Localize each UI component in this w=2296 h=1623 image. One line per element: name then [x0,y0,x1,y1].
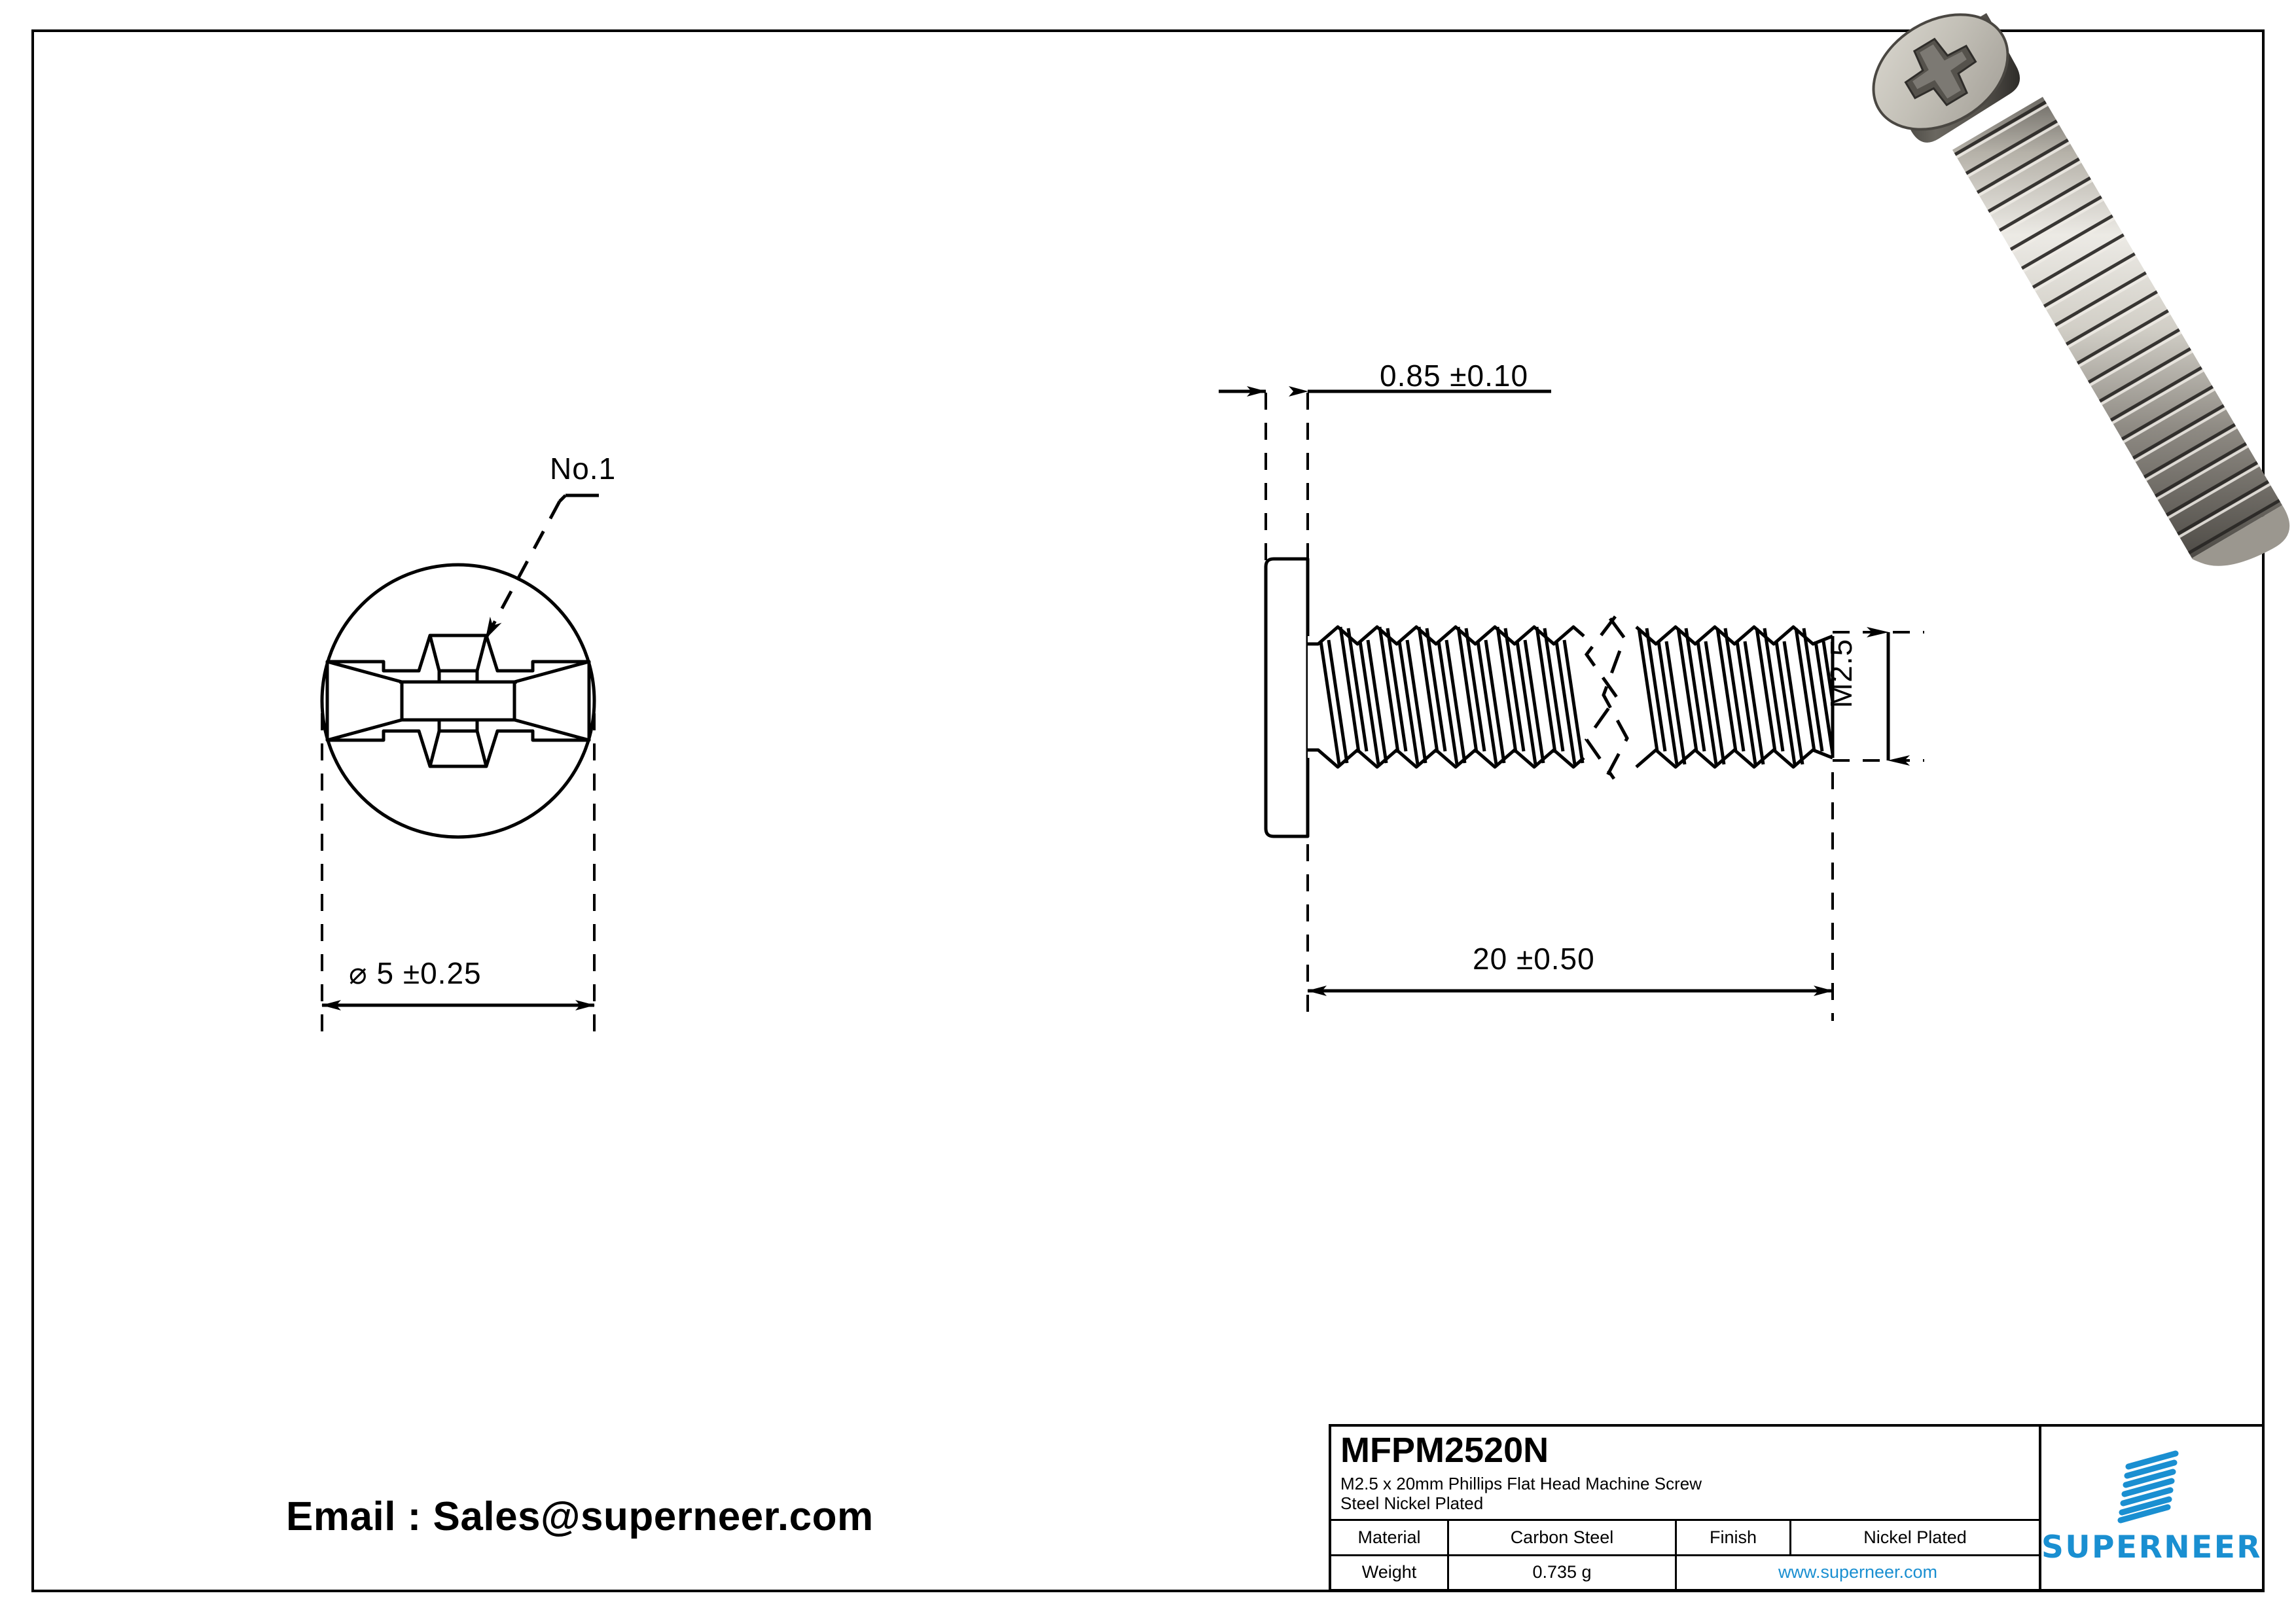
website-link[interactable]: www.superneer.com [1778,1562,1938,1582]
table-row: Weight 0.735 g www.superneer.com [1331,1556,2039,1589]
superneer-stripes-icon [2117,1450,2178,1523]
title-block: MFPM2520N M2.5 x 20mm Phillips Flat Head… [1329,1424,2265,1592]
brand-wordmark: SUPERNEER [2041,1529,2262,1565]
contact-email-text: Email : Sales@superneer.com [286,1494,874,1539]
title-block-info: MFPM2520N M2.5 x 20mm Phillips Flat Head… [1331,1427,2041,1589]
brand-logo: SUPERNEER [2041,1427,2262,1589]
title-block-spec-table: Material Carbon Steel Finish Nickel Plat… [1331,1521,2039,1589]
finish-label: Finish [1677,1521,1791,1554]
material-label: Material [1331,1521,1449,1554]
part-number: MFPM2520N [1340,1431,1549,1470]
thread-size-dimension-label: M2.5 [1824,638,1858,708]
recess-callout-label: No.1 [550,452,617,486]
part-description-line-2: Steel Nickel Plated [1340,1493,1484,1514]
part-description-line-1: M2.5 x 20mm Phillips Flat Head Machine S… [1340,1474,1702,1494]
head-thickness-dimension-label: 0.85 ±0.10 [1380,359,1529,393]
weight-label: Weight [1331,1556,1449,1589]
screw-length-dimension-label: 20 ±0.50 [1473,942,1595,976]
finish-value: Nickel Plated [1863,1527,1967,1547]
table-row: Material Carbon Steel Finish Nickel Plat… [1331,1521,2039,1556]
material-value: Carbon Steel [1449,1521,1677,1554]
head-diameter-dimension-label: ⌀ 5 ±0.25 [349,956,482,990]
drawing-border [31,29,2265,1592]
title-block-description: MFPM2520N M2.5 x 20mm Phillips Flat Head… [1331,1427,2039,1521]
weight-value: 0.735 g [1449,1556,1677,1589]
